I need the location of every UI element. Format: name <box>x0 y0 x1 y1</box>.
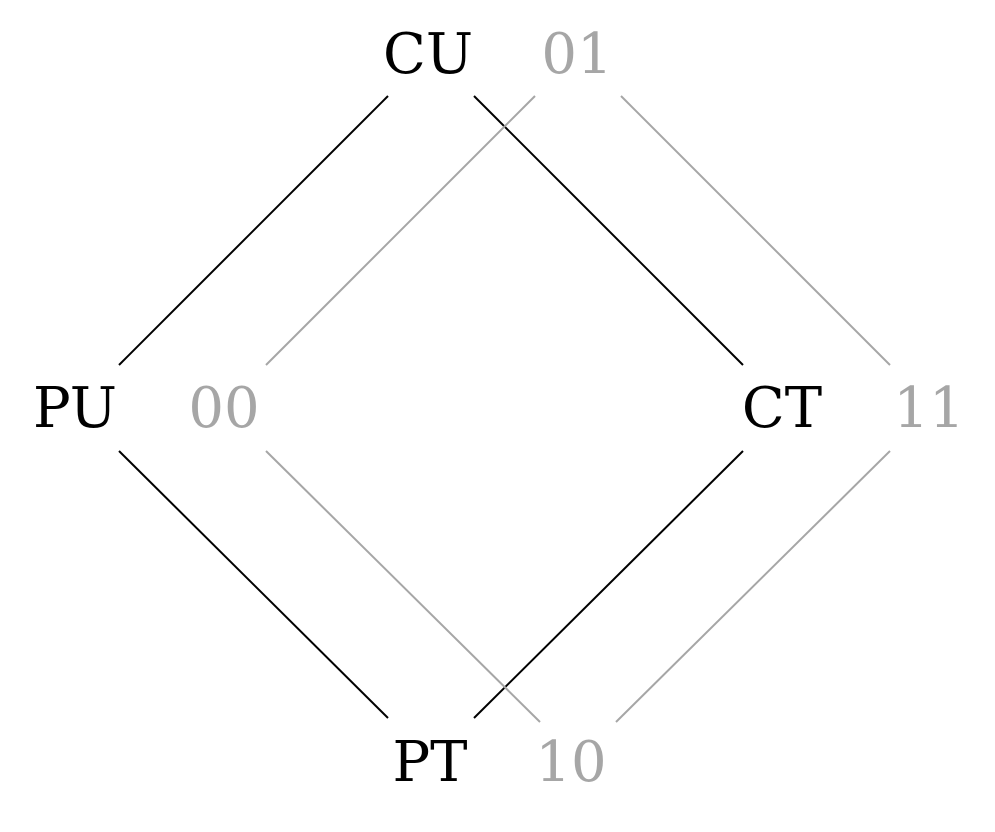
node-01: 01 <box>541 22 613 87</box>
edge-01-11 <box>620 95 891 366</box>
node-pt: PT <box>392 730 468 795</box>
node-10: 10 <box>535 730 607 795</box>
edge-cu-pu <box>118 95 389 366</box>
edge-pu-pt <box>118 450 389 719</box>
edge-00-10 <box>265 450 541 723</box>
node-00: 00 <box>188 376 260 441</box>
node-ct: CT <box>741 376 823 441</box>
node-11: 11 <box>893 376 965 441</box>
edge-cu-ct <box>473 95 744 366</box>
edge-ct-pt <box>473 450 744 719</box>
edge-11-10 <box>615 450 891 723</box>
node-cu: CU <box>382 22 474 87</box>
edge-01-00 <box>265 95 536 366</box>
node-pu: PU <box>33 376 117 441</box>
